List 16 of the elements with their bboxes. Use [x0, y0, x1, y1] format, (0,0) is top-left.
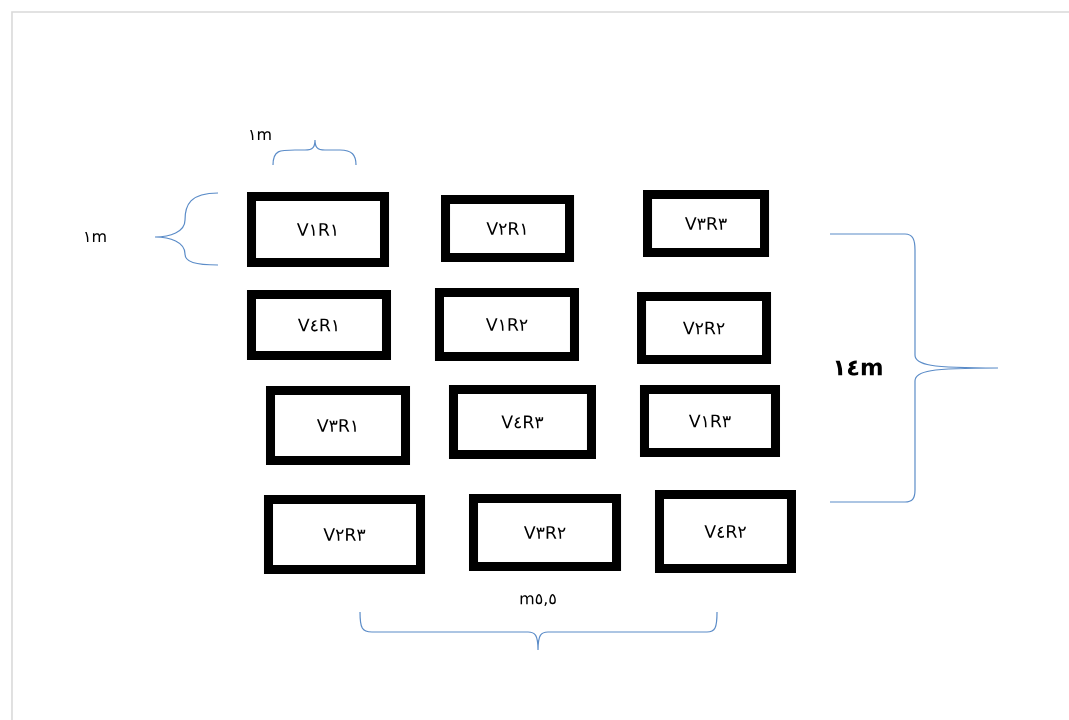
- cell-box: V٤R١: [246, 290, 391, 361]
- cell-box: V٣R١: [266, 386, 411, 466]
- cell-box: V٤R٣: [448, 384, 596, 459]
- dimension-label: ١٤m: [835, 360, 882, 376]
- dimension-label: m٥,٥: [520, 593, 556, 607]
- cell-box: V١R٢: [434, 288, 579, 362]
- cell-box: V٤R٢: [655, 490, 796, 574]
- cell-box: V٣R٣: [643, 189, 770, 257]
- cell-box: V٢R١: [441, 195, 575, 263]
- dimension-label: ١m: [85, 231, 106, 243]
- cell-box: V٢R٢: [637, 291, 772, 364]
- dimension-label: ١m: [250, 129, 271, 141]
- cell-box: V١R١: [247, 192, 390, 267]
- cell-box: V١R٣: [639, 385, 780, 458]
- cell-box: V٣R٢: [469, 494, 622, 571]
- cell-box: V٢R٣: [264, 495, 426, 575]
